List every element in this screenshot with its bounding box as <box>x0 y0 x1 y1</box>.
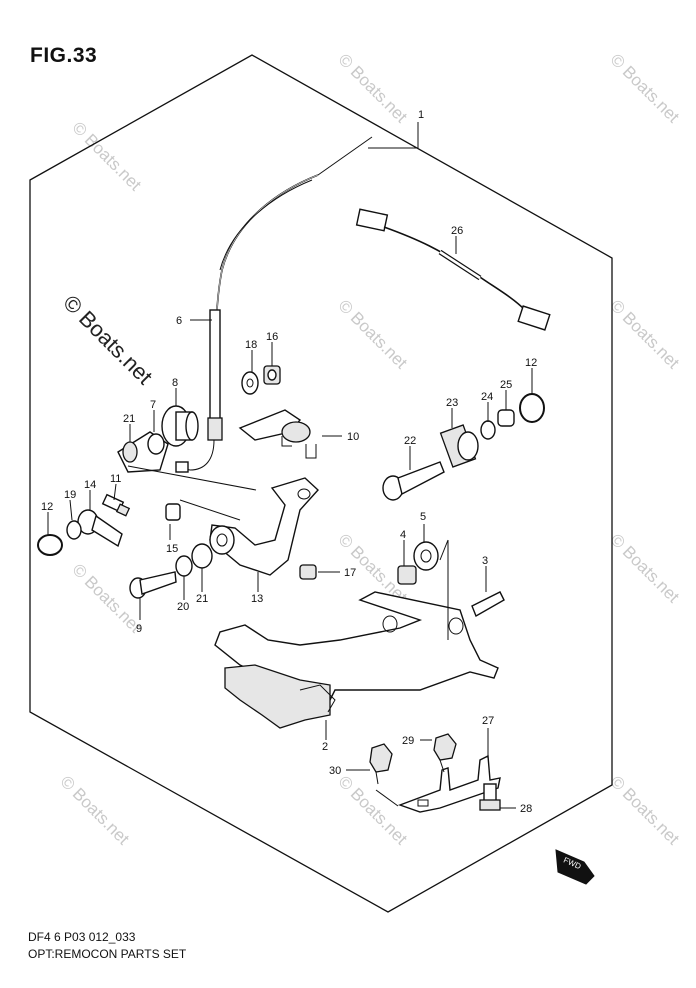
callout-22: 22 <box>404 435 416 447</box>
part-13-bracket <box>209 477 319 576</box>
part-9-bolt <box>129 571 177 599</box>
part-12-clip <box>519 393 545 423</box>
callout-30: 30 <box>329 765 341 777</box>
callout-25: 25 <box>500 379 512 391</box>
leader-lines <box>47 122 533 809</box>
kit-outline <box>29 54 613 913</box>
part-17-nut <box>299 564 317 580</box>
callout-13: 13 <box>251 593 263 605</box>
callout-10: 10 <box>347 431 359 443</box>
callout-11: 11 <box>110 473 121 485</box>
part-18-washer <box>241 371 259 395</box>
part-2-bracket <box>214 591 499 729</box>
part-30-clip <box>369 743 393 785</box>
callout-23: 23 <box>446 397 458 409</box>
part-16-nut <box>263 365 281 385</box>
callout-12: 12 <box>525 357 537 369</box>
part-22-bolt <box>382 461 445 501</box>
callout-29: 29 <box>402 735 414 747</box>
part-28-bolt <box>479 783 501 811</box>
callout-7: 7 <box>150 399 156 411</box>
part-21-spacer <box>122 441 138 463</box>
callout-9: 9 <box>136 623 142 635</box>
part-24-washer <box>480 420 496 440</box>
callout-20: 20 <box>177 601 189 613</box>
callout-8: 8 <box>172 377 178 389</box>
callout-18: 18 <box>245 339 257 351</box>
callout-5: 5 <box>420 511 426 523</box>
part-6-cable <box>175 136 373 473</box>
callout-24: 24 <box>481 391 493 403</box>
figure-name: OPT:REMOCON PARTS SET <box>28 947 187 961</box>
callout-3: 3 <box>482 555 488 567</box>
callout-19: 19 <box>64 489 76 501</box>
callout-14: 14 <box>84 479 96 491</box>
callout-1: 1 <box>418 109 424 121</box>
part-10-clamp <box>238 409 317 459</box>
callout-28: 28 <box>520 803 532 815</box>
part-21-washer <box>191 543 213 569</box>
part-4-nut <box>397 565 417 585</box>
callout-21: 21 <box>196 593 208 605</box>
callout-6: 6 <box>176 315 182 327</box>
part-15-collar <box>165 503 181 521</box>
part-14-rod-end <box>77 509 123 548</box>
part-8-cap <box>161 405 199 447</box>
part-20-washer <box>175 555 193 577</box>
callout-2: 2 <box>322 741 328 753</box>
callout-17: 17 <box>344 567 356 579</box>
figure-code: DF4 6 P03 012_033 <box>28 930 136 944</box>
part-12-clip <box>37 534 63 556</box>
callout-26: 26 <box>451 225 463 237</box>
callout-27: 27 <box>482 715 494 727</box>
callout-4: 4 <box>400 529 406 541</box>
part-3-stud <box>471 591 505 618</box>
part-23-bushing <box>439 424 479 468</box>
part-26-wiring-harness <box>355 208 551 331</box>
callout-16: 16 <box>266 331 278 343</box>
callout-15: 15 <box>166 543 178 555</box>
part-29-clip <box>433 733 457 773</box>
part-5-washer <box>413 541 439 571</box>
part-25-collar <box>497 409 515 427</box>
part-19-washer <box>66 520 82 540</box>
callout-21: 21 <box>123 413 135 425</box>
callout-12: 12 <box>41 501 53 513</box>
fwd-badge: FWD <box>555 849 595 885</box>
part-11-stud <box>101 493 131 517</box>
figure-title: FIG.33 <box>30 44 98 67</box>
